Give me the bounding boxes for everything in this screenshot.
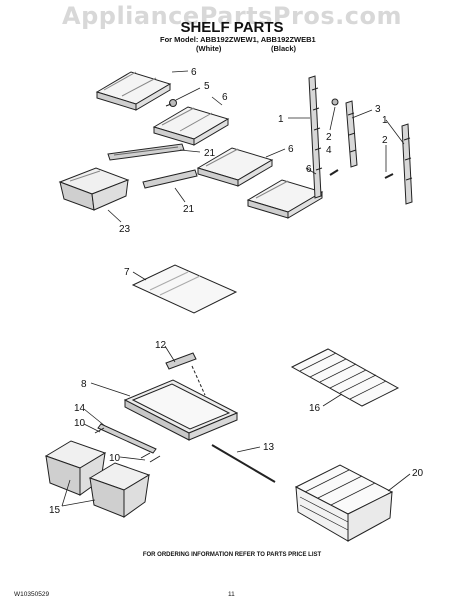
part-shelf-ladder-3 <box>345 100 358 168</box>
callout-23: 23 <box>119 224 131 235</box>
watermark: AppliancePartsPros.com <box>62 2 402 30</box>
callout-21a: 21 <box>204 148 216 159</box>
part-rail-upper <box>107 143 185 161</box>
callout-6b: 6 <box>222 92 228 103</box>
callout-12: 12 <box>155 340 167 351</box>
page-number: 11 <box>228 591 235 598</box>
callout-7: 7 <box>124 267 130 278</box>
model-line: For Model: ABB192ZWEW1, ABB192ZWEB1 <box>160 35 316 44</box>
callout-6d: 6 <box>306 164 312 175</box>
document-code: W10350529 <box>14 591 50 598</box>
callout-13: 13 <box>263 442 275 453</box>
part-shelf-glass-4 <box>246 179 324 219</box>
callout-6c: 6 <box>288 144 294 155</box>
part-crisper-bin-right <box>88 462 151 518</box>
part-bracket <box>165 352 206 396</box>
part-shelf-ladder-1b <box>401 123 413 205</box>
callout-2b: 2 <box>382 135 388 146</box>
page-title: SHELF PARTS <box>180 19 284 36</box>
callout-20: 20 <box>412 468 424 479</box>
callout-1a: 1 <box>278 114 284 125</box>
part-shelf-glass-3 <box>196 147 274 187</box>
callout-16: 16 <box>309 403 321 414</box>
callout-6a: 6 <box>191 67 197 78</box>
callout-14: 14 <box>74 403 86 414</box>
callout-10a: 10 <box>74 418 86 429</box>
part-crisper-cover-divider <box>94 423 161 463</box>
part-shelf-ladder-1 <box>308 75 323 199</box>
callout-labels: 6 5 6 21 21 23 6 6 1 2 4 3 1 2 7 12 8 14… <box>49 67 424 516</box>
callout-4: 4 <box>326 145 332 156</box>
callout-1b: 1 <box>382 115 388 126</box>
callout-2a: 2 <box>326 132 332 143</box>
part-rail-lower <box>142 169 198 189</box>
variant-black: (Black) <box>271 44 297 53</box>
part-screw-2b <box>384 173 394 179</box>
part-shelf-glass-2 <box>152 106 230 146</box>
ordering-note: FOR ORDERING INFORMATION REFER TO PARTS … <box>142 552 322 558</box>
callout-8: 8 <box>81 379 87 390</box>
part-shelf-glass-top <box>95 71 172 111</box>
part-rod <box>211 444 276 483</box>
part-shelf-frame <box>123 379 239 441</box>
part-wire-basket <box>294 464 394 542</box>
callout-21b: 21 <box>183 204 195 215</box>
callout-5: 5 <box>204 81 210 92</box>
part-glass-panel <box>131 264 238 314</box>
variant-white: (White) <box>196 44 222 53</box>
part-screw-2 <box>331 98 339 106</box>
part-crisper-drawer-small <box>58 167 130 211</box>
part-screw-4 <box>329 169 339 176</box>
part-screw <box>165 99 177 107</box>
part-crisper-bin-left <box>44 440 107 496</box>
callout-3: 3 <box>375 104 381 115</box>
part-wire-shelf <box>290 348 400 407</box>
callout-10b: 10 <box>109 453 121 464</box>
callout-15: 15 <box>49 505 61 516</box>
